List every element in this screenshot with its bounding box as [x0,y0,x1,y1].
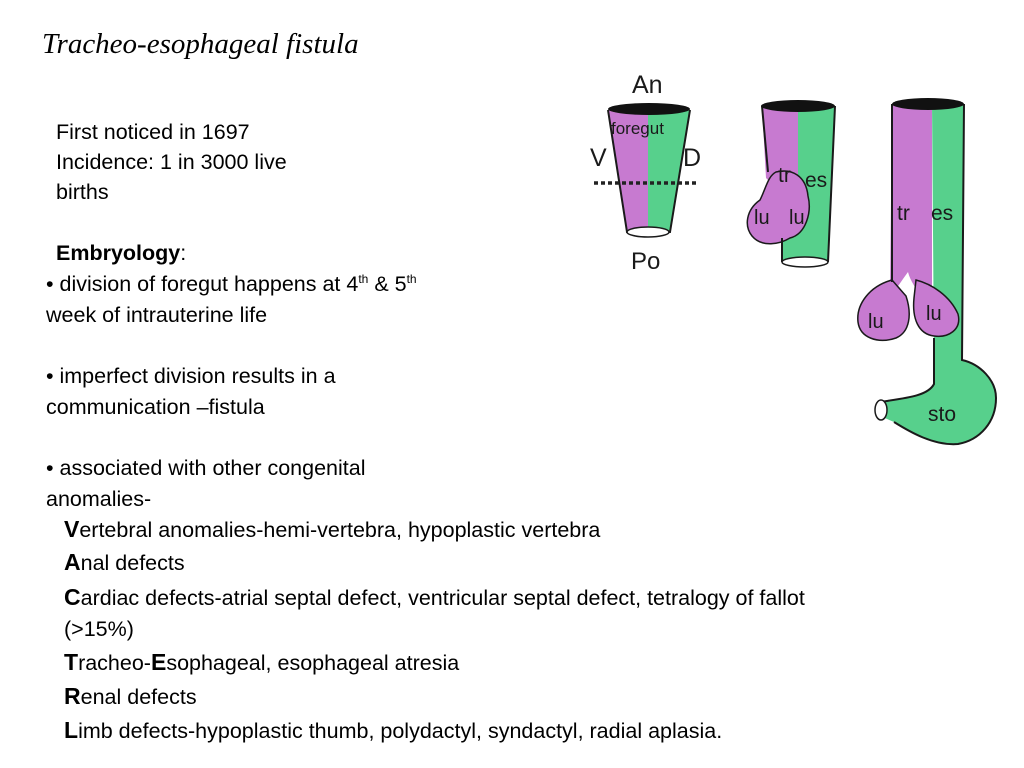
foregut-bottom-opening [626,226,670,238]
embryology-heading-colon: : [180,241,187,265]
vacterl-cardiac: Cardiac defects-atrial septal defect, ve… [64,582,805,614]
vacterl-text: ardiac defects-atrial septal defect, ven… [80,586,805,610]
lung-bud-stage-bottom-opening [781,256,829,268]
label-ventral: V [590,144,607,172]
label-lung-1a: lu [754,207,770,229]
foregut-tube [594,103,697,238]
embryology-heading: Embryology: [56,238,186,269]
lung-bud [746,170,810,245]
label-trachea-1: tr [778,164,791,187]
label-anterior: An [632,71,663,99]
separated-stage-outline [879,103,998,446]
foregut-dorsal-half [648,110,690,232]
vacterl-letter: R [64,683,81,709]
embryology-heading-label: Embryology [56,241,181,265]
bullet1-sup-th-2: th [406,271,417,286]
label-stomach: sto [928,403,956,426]
intro-first-noticed: First noticed in 1697 [56,120,250,144]
vacterl-text: racheo- [78,651,151,675]
label-dorsal: D [683,144,701,172]
intro-births: births [56,180,109,204]
bullet1-sup-th-1: th [358,271,369,286]
slide-title: Tracheo-esophageal fistula [42,28,359,60]
bullet-imperfect-division-cont: communication –fistula [46,395,265,419]
lung-bud-stage-outline [761,105,836,263]
vacterl-cardiac-cont: (>15%) [64,617,134,641]
label-posterior: Po [631,248,660,275]
lung-bud-stage [746,100,836,268]
label-lung-1b: lu [789,207,805,229]
separated-stage-top-opening [892,98,964,110]
vacterl-text: enal defects [80,685,197,709]
vacterl-tracheo-esophageal: Tracheo-Esophageal, esophageal atresia [64,647,459,679]
label-trachea-2: tr [897,202,910,225]
label-lung-2a: lu [868,311,884,333]
bullet-foregut-division: • division of foregut happens at 4th & 5… [46,269,417,300]
bullet-associated-anomalies: • associated with other congenital [46,456,366,480]
right-lung [912,279,960,338]
trachea-primordium [762,106,798,190]
bullet1-mid: & 5 [368,272,407,296]
esophagus [880,104,996,445]
vacterl-text: imb defects-hypoplastic thumb, polydacty… [78,719,723,743]
pylorus-opening [874,399,888,421]
label-esophagus-1: es [805,169,827,192]
vacterl-letter: L [64,717,79,743]
vacterl-letter: C [64,584,81,610]
vacterl-letter: T [64,649,79,675]
foregut-division-figure: An Po V D foregut tr es lu lu tr es lu l… [590,71,998,446]
vacterl-renal: Renal defects [64,681,197,713]
bullet-foregut-division-cont: week of intrauterine life [46,303,268,327]
separated-stage [857,98,998,446]
vacterl-text: nal defects [80,551,185,575]
label-lung-2b: lu [926,303,942,325]
lung-bud-stage-top-opening [761,100,835,112]
vacterl-letter: V [64,516,80,542]
vacterl-text-2: sophageal, esophageal atresia [166,651,460,675]
foregut-top-opening [608,103,690,115]
label-foregut: foregut [611,119,664,138]
bullet1-text: • division of foregut happens at 4 [46,272,359,296]
left-lung [857,279,910,342]
vacterl-letter-2: E [150,649,167,675]
vacterl-anal: Anal defects [64,547,185,579]
vacterl-vertebral: Vertebral anomalies-hemi-vertebra, hypop… [64,514,600,546]
bullet-imperfect-division: • imperfect division results in a [46,364,336,388]
foregut-ventral-half [608,110,648,232]
vacterl-text: ertebral anomalies-hemi-vertebra, hypopl… [79,518,601,542]
intro-incidence: Incidence: 1 in 3000 live [56,150,287,174]
trachea [890,104,932,300]
label-esophagus-2: es [931,202,953,225]
bullet-associated-anomalies-cont: anomalies- [46,487,152,511]
vacterl-letter: A [64,549,81,575]
vacterl-limb: Limb defects-hypoplastic thumb, polydact… [64,715,722,747]
